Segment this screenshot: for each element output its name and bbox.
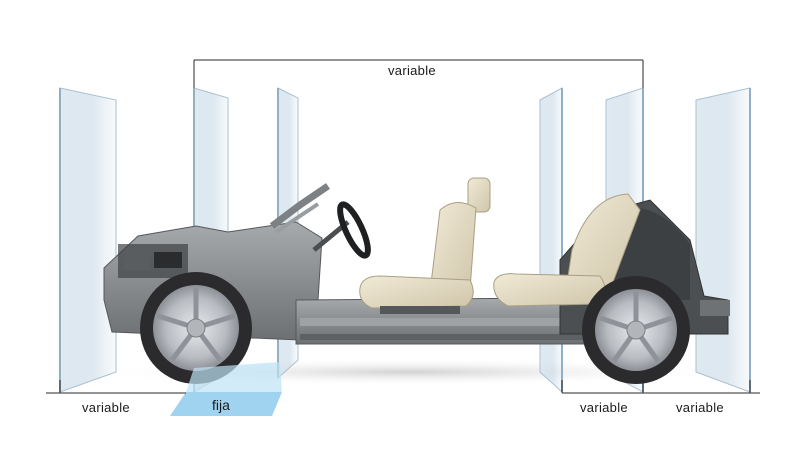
top-dimension-line (193, 59, 644, 88)
steering-wheel (337, 201, 371, 259)
glass-panel-rear-seat (539, 87, 563, 394)
front-seat (359, 177, 491, 314)
rear-wheel (582, 276, 690, 384)
fixed-section-marker (170, 392, 282, 416)
glass-panel-front-outer (59, 87, 117, 393)
rear-seat (493, 193, 641, 307)
top-dimension-label: variable (388, 63, 436, 78)
a-pillar (269, 183, 330, 229)
bottom-dimension-lines (46, 380, 760, 394)
rear-overhang-label: variable (676, 400, 724, 415)
front-overhang-label: variable (82, 400, 130, 415)
rear-wheelbase-label: variable (580, 400, 628, 415)
front-wheel (140, 272, 252, 384)
glass-panel-rear-outer (695, 87, 751, 393)
fixed-section-label: fija (212, 397, 230, 413)
